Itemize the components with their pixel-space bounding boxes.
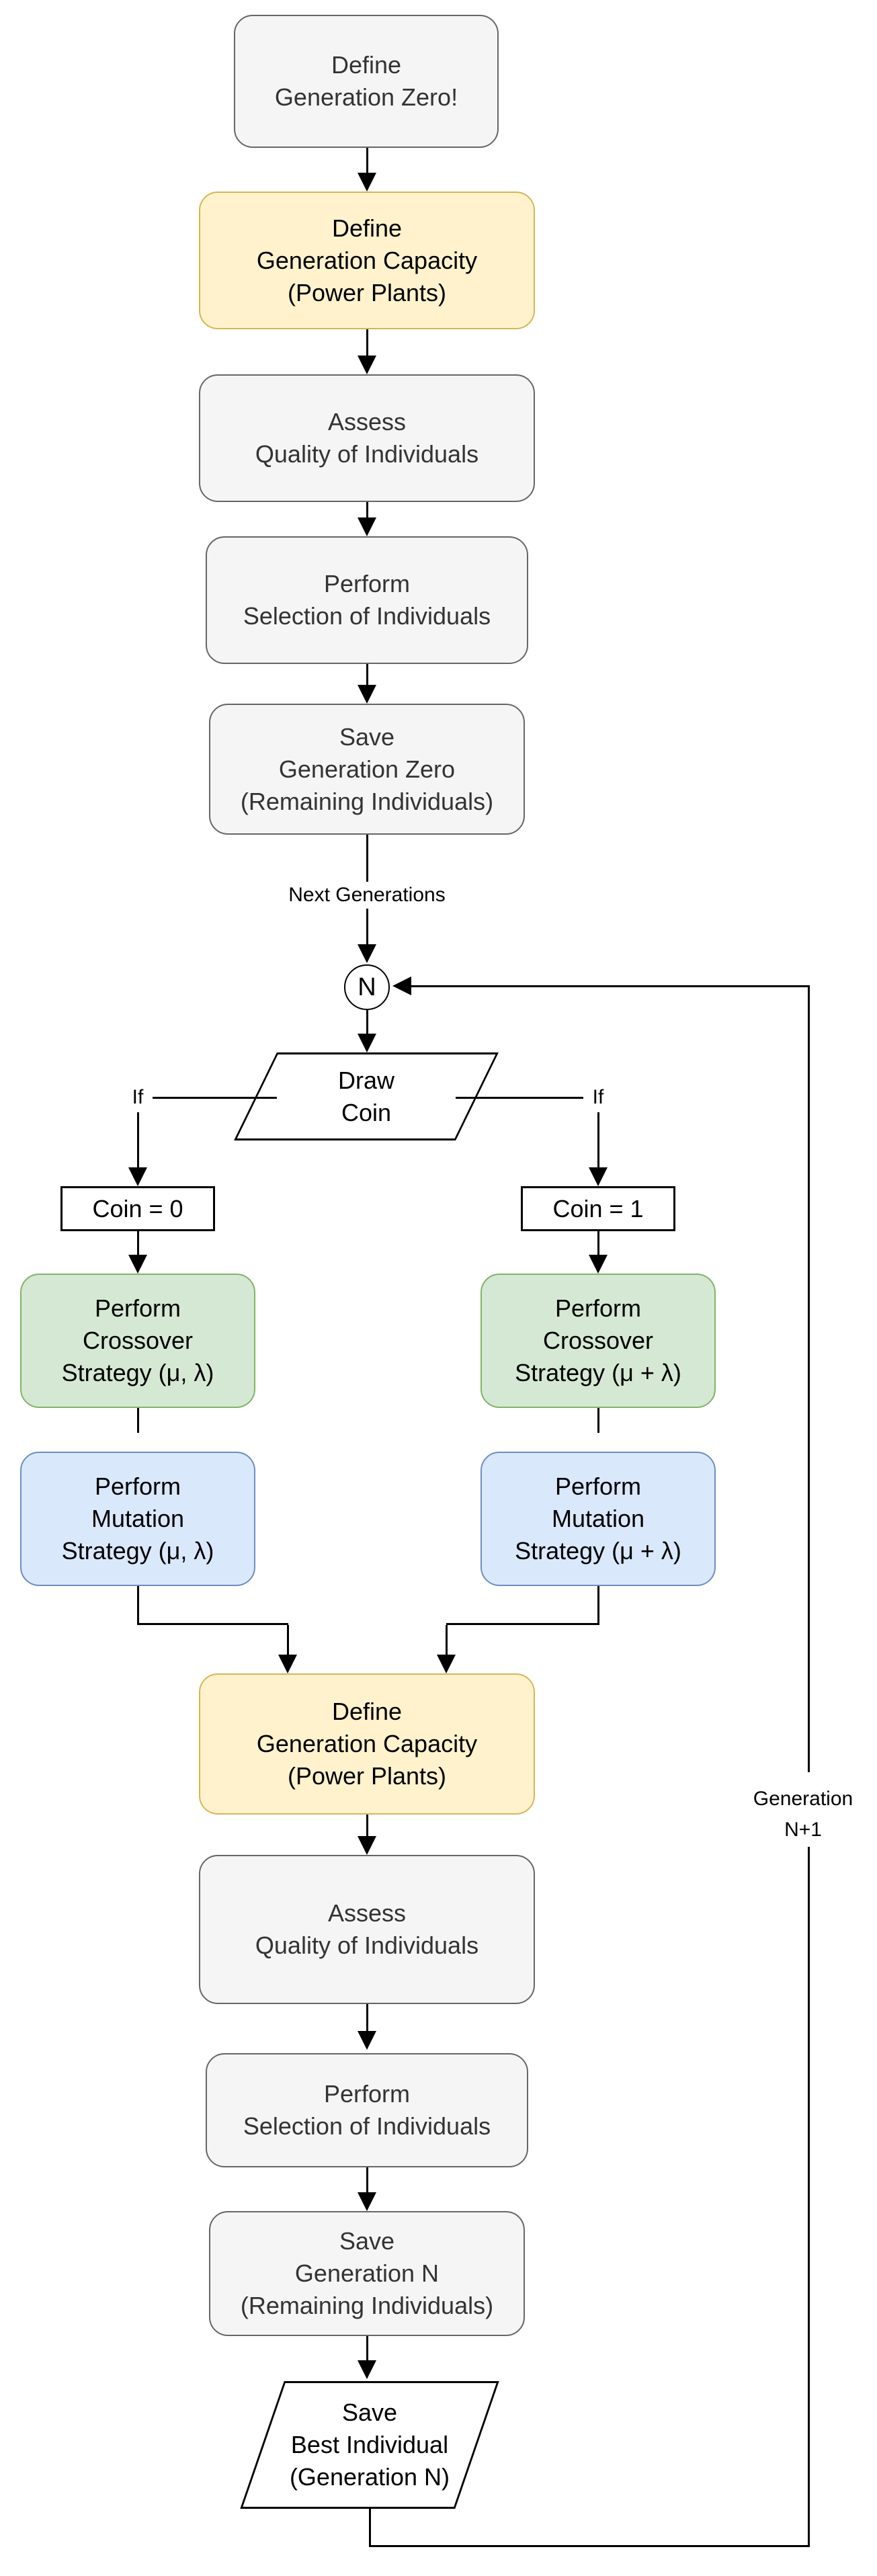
connector-line bbox=[369, 2509, 371, 2547]
connector-line bbox=[366, 664, 368, 685]
connector-line bbox=[597, 1097, 599, 1167]
edge-label-generation-n-plus-1: Generation N+1 bbox=[753, 1788, 853, 1841]
connector-line bbox=[597, 1586, 599, 1625]
loop-connector-line bbox=[808, 986, 810, 1772]
arrow-head-icon bbox=[589, 1255, 608, 1274]
node-coin-1: Coin = 1 bbox=[521, 1186, 675, 1231]
edge-label-if-left: If bbox=[123, 1083, 153, 1112]
connector-line bbox=[456, 1097, 598, 1099]
node-save-generation-n: Save Generation N (Remaining Individuals… bbox=[209, 2211, 525, 2336]
node-crossover-mu-comma-lambda: Perform Crossover Strategy (μ, λ) bbox=[20, 1274, 255, 1408]
node-perform-selection-1: Perform Selection of Individuals bbox=[206, 536, 528, 664]
arrow-head-icon bbox=[358, 517, 376, 536]
connector-line bbox=[366, 2167, 368, 2192]
arrow-head-icon bbox=[128, 1255, 147, 1274]
connector-line bbox=[366, 148, 368, 173]
node-crossover-mu-plus-lambda: Perform Crossover Strategy (μ + λ) bbox=[481, 1274, 716, 1408]
edge-label-next-generations: Next Generations bbox=[288, 884, 446, 906]
connector-line bbox=[137, 1231, 139, 1255]
connector-line bbox=[366, 329, 368, 356]
arrow-head-icon bbox=[437, 1655, 456, 1673]
connector-line bbox=[366, 909, 368, 944]
connector-line bbox=[366, 2004, 368, 2031]
loop-connector-line bbox=[369, 2545, 810, 2547]
arrow-head-icon bbox=[358, 944, 376, 963]
arrow-head-icon bbox=[358, 2360, 376, 2379]
loop-connector-line bbox=[808, 1847, 810, 2547]
arrow-head-icon bbox=[358, 1034, 376, 1052]
connector-line bbox=[366, 1010, 368, 1034]
connector-line bbox=[138, 1097, 277, 1099]
arrow-head-icon bbox=[358, 173, 376, 192]
arrow-head-icon bbox=[358, 685, 376, 704]
connector-line bbox=[366, 1815, 368, 1836]
arrow-head-icon bbox=[358, 2192, 376, 2211]
connector-line bbox=[366, 2336, 368, 2360]
connector-line bbox=[137, 1586, 139, 1625]
connector-line bbox=[446, 1625, 448, 1655]
connector-line bbox=[366, 502, 368, 517]
arrow-head-icon bbox=[358, 1836, 376, 1855]
connector-line bbox=[137, 1097, 139, 1167]
node-define-generation-zero: Define Generation Zero! bbox=[234, 15, 499, 148]
connector-line bbox=[138, 1623, 288, 1625]
node-draw-coin-label: Draw Coin bbox=[337, 1066, 394, 1126]
edge-label-if-right: If bbox=[583, 1083, 613, 1112]
connector-line bbox=[597, 1408, 599, 1433]
node-perform-selection-2: Perform Selection of Individuals bbox=[206, 2053, 528, 2167]
arrow-head-icon bbox=[358, 2031, 376, 2050]
node-mutation-mu-comma-lambda: Perform Mutation Strategy (μ, λ) bbox=[20, 1452, 255, 1586]
node-assess-quality-1: Assess Quality of Individuals bbox=[199, 374, 535, 502]
arrow-head-icon bbox=[392, 977, 411, 995]
node-iteration-marker-n: N bbox=[344, 964, 390, 1010]
arrow-head-icon bbox=[358, 356, 376, 374]
node-mutation-mu-plus-lambda: Perform Mutation Strategy (μ + λ) bbox=[481, 1452, 716, 1586]
connector-line bbox=[446, 1623, 599, 1625]
connector-line bbox=[597, 1231, 599, 1255]
node-save-best-individual-label: Save Best Individual (Generation N) bbox=[289, 2399, 450, 2491]
connector-line bbox=[287, 1625, 289, 1655]
node-define-generation-capacity-1: Define Generation Capacity (Power Plants… bbox=[199, 192, 535, 329]
loop-connector-line bbox=[411, 985, 810, 987]
arrow-head-icon bbox=[128, 1167, 147, 1186]
arrow-head-icon bbox=[278, 1655, 297, 1673]
node-assess-quality-2: Assess Quality of Individuals bbox=[199, 1855, 535, 2004]
node-save-generation-zero: Save Generation Zero (Remaining Individu… bbox=[209, 704, 525, 835]
node-coin-0: Coin = 0 bbox=[60, 1186, 215, 1231]
arrow-head-icon bbox=[589, 1167, 608, 1186]
connector-line bbox=[366, 835, 368, 882]
connector-line bbox=[137, 1408, 139, 1433]
node-define-generation-capacity-2: Define Generation Capacity (Power Plants… bbox=[199, 1673, 535, 1815]
